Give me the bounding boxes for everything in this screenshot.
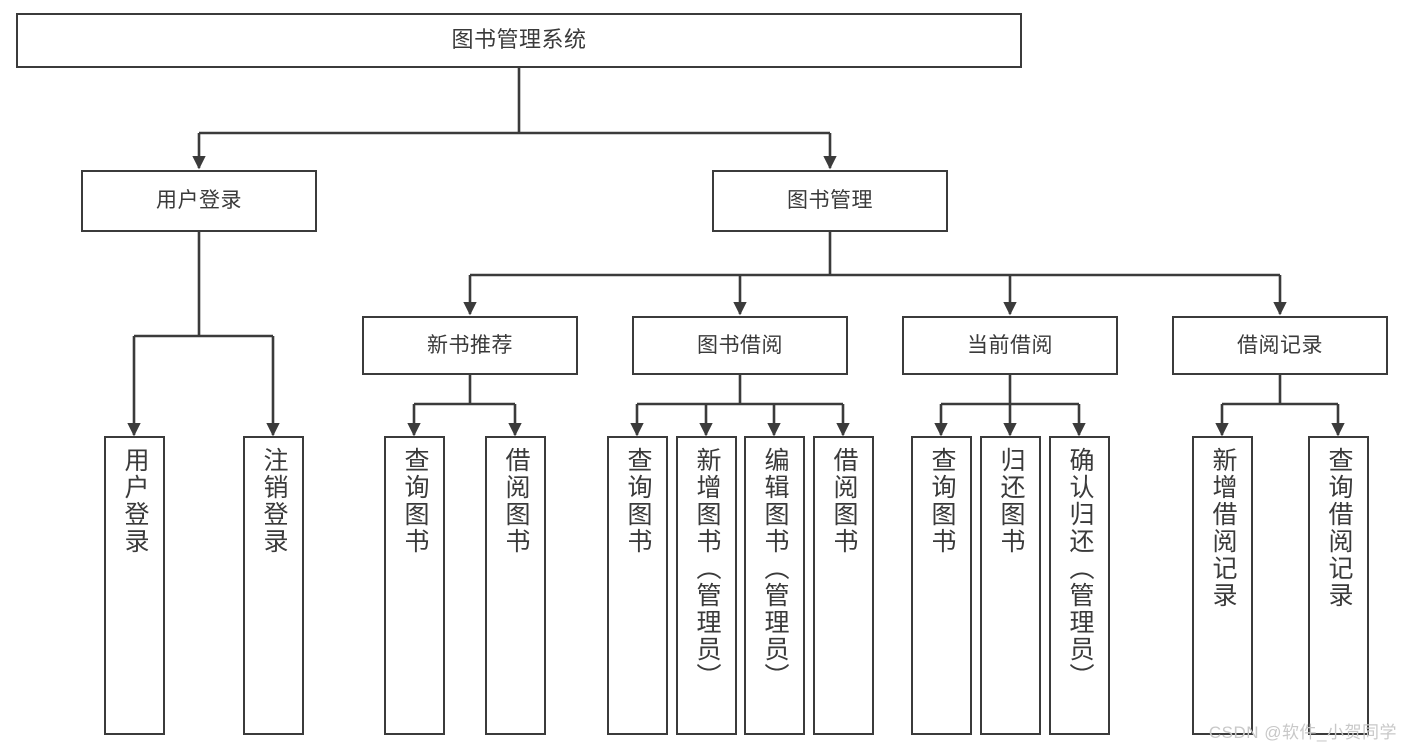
node-label: 归还图书 xyxy=(997,447,1025,555)
node-label: 查询图书 xyxy=(928,447,956,555)
leaf-return-book[interactable]: 归还图书 xyxy=(980,436,1041,735)
leaf-query-book-borrow[interactable]: 查询图书 xyxy=(607,436,668,735)
node-label: 图书管理 xyxy=(787,189,873,213)
node-book-borrow[interactable]: 图书借阅 xyxy=(632,316,848,375)
watermark-csdn: CSDN @软件_小贺同学 xyxy=(1208,723,1397,742)
node-root-book-management-system[interactable]: 图书管理系统 xyxy=(16,13,1022,68)
leaf-add-borrow-record[interactable]: 新增借阅记录 xyxy=(1192,436,1253,735)
node-label: 编辑图书（管理员） xyxy=(761,447,789,690)
node-label: 当前借阅 xyxy=(967,333,1053,357)
node-label: 用户登录 xyxy=(121,447,149,555)
node-label: 确认归还（管理员） xyxy=(1066,447,1094,690)
node-label: 新书推荐 xyxy=(427,333,513,357)
leaf-borrow-book[interactable]: 借阅图书 xyxy=(813,436,874,735)
leaf-logout-login[interactable]: 注销登录 xyxy=(243,436,304,735)
leaf-user-login[interactable]: 用户登录 xyxy=(104,436,165,735)
leaf-confirm-return-admin[interactable]: 确认归还（管理员） xyxy=(1049,436,1110,735)
node-label: 图书借阅 xyxy=(697,333,783,357)
leaf-edit-book-admin[interactable]: 编辑图书（管理员） xyxy=(744,436,805,735)
node-book-management[interactable]: 图书管理 xyxy=(712,170,948,232)
node-label: 借阅记录 xyxy=(1237,333,1323,357)
node-borrow-record[interactable]: 借阅记录 xyxy=(1172,316,1388,375)
node-label: 借阅图书 xyxy=(502,447,530,555)
node-label: 新增图书（管理员） xyxy=(693,447,721,690)
node-label: 查询图书 xyxy=(401,447,429,555)
leaf-add-book-admin[interactable]: 新增图书（管理员） xyxy=(676,436,737,735)
node-label: 图书管理系统 xyxy=(451,27,587,53)
node-label: 查询借阅记录 xyxy=(1325,447,1353,609)
node-label: 查询图书 xyxy=(624,447,652,555)
node-user-login[interactable]: 用户登录 xyxy=(81,170,317,232)
node-label: 借阅图书 xyxy=(830,447,858,555)
leaf-borrow-book-recommend[interactable]: 借阅图书 xyxy=(485,436,546,735)
node-label: 用户登录 xyxy=(156,189,242,213)
node-current-borrow[interactable]: 当前借阅 xyxy=(902,316,1118,375)
leaf-query-book-current[interactable]: 查询图书 xyxy=(911,436,972,735)
node-new-book-recommend[interactable]: 新书推荐 xyxy=(362,316,578,375)
node-label: 新增借阅记录 xyxy=(1209,447,1237,609)
leaf-query-borrow-record[interactable]: 查询借阅记录 xyxy=(1308,436,1369,735)
leaf-query-book-recommend[interactable]: 查询图书 xyxy=(384,436,445,735)
node-label: 注销登录 xyxy=(260,447,288,555)
